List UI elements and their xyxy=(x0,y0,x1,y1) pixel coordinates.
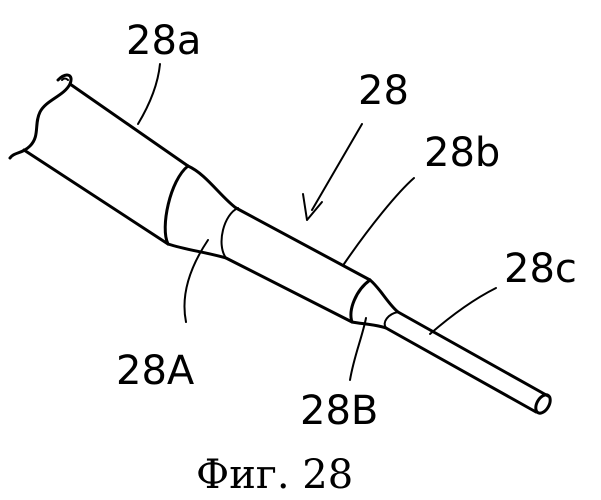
leader-lines xyxy=(138,64,496,380)
figure-caption: Фиг. 28 xyxy=(196,452,353,498)
arrow-28 xyxy=(303,124,362,220)
label-28B: 28B xyxy=(300,388,378,434)
label-28b: 28b xyxy=(424,130,500,176)
small-section-28c xyxy=(386,312,553,416)
middle-section-28b xyxy=(226,208,370,322)
second-taper-28B xyxy=(351,280,398,328)
label-28: 28 xyxy=(358,68,409,114)
large-section-28a xyxy=(10,75,188,244)
first-taper-28A xyxy=(165,166,238,258)
label-28c: 28c xyxy=(504,246,577,292)
label-28a: 28a xyxy=(126,18,201,64)
label-28A: 28A xyxy=(116,348,195,394)
